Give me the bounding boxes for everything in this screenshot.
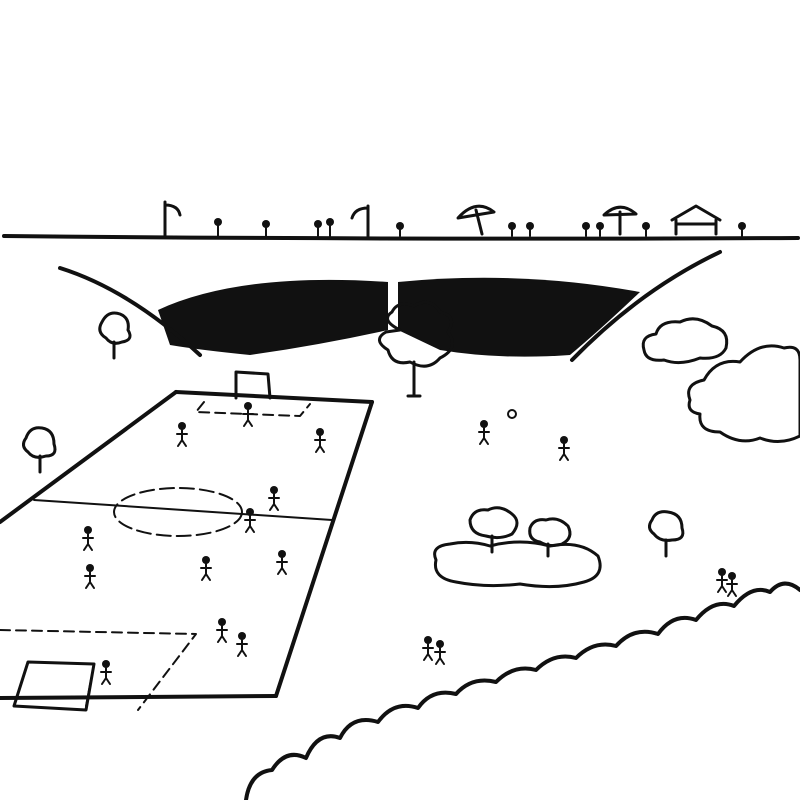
person-icon: [200, 556, 212, 581]
bridge-deck: [2, 234, 800, 241]
person-icon: [244, 508, 256, 533]
person-icon: [526, 222, 534, 237]
pitch-penalty-box-bottom: [0, 629, 197, 711]
bridge-objects: [163, 200, 746, 238]
ball-icon: [507, 409, 517, 419]
tree-icon: [468, 506, 519, 554]
person-icon: [214, 218, 222, 237]
pitch-right-edge: [274, 400, 374, 698]
lamp-post-icon: [350, 204, 370, 238]
person-icon: [242, 402, 254, 427]
person-icon: [396, 222, 404, 237]
pitch-top-edge: [174, 390, 374, 404]
tree-icon: [98, 311, 132, 360]
person-icon: [478, 420, 490, 445]
lamp-post-icon: [163, 200, 182, 238]
person-icon: [314, 220, 322, 237]
bridge-arch-right: [398, 277, 640, 357]
football-pitch: [0, 370, 374, 712]
person-icon: [216, 618, 228, 643]
person-icon: [558, 436, 570, 461]
person-icon: [508, 222, 516, 237]
pitch-center-circle: [113, 487, 243, 537]
hedge-foreground: [244, 581, 800, 800]
goal-top: [234, 370, 272, 400]
umbrella-icon: [456, 204, 496, 236]
tree-icon: [378, 300, 454, 398]
bushes: [433, 317, 800, 589]
kiosk-icon: [670, 204, 722, 236]
bridge: [2, 234, 800, 362]
person-icon: [726, 572, 738, 597]
bush-icon: [641, 317, 729, 365]
person-icon: [84, 564, 96, 589]
person-icon: [176, 422, 188, 447]
bush-icon: [433, 540, 602, 589]
tree-icon: [21, 426, 57, 474]
person-icon: [262, 220, 270, 237]
bridge-arch-left: [158, 279, 388, 355]
person-icon: [100, 660, 112, 685]
pitch-bottom-edge: [0, 694, 278, 700]
pitch-left-edge: [0, 390, 178, 524]
umbrella-icon: [602, 205, 638, 236]
tree-icon: [647, 510, 685, 558]
person-icon: [596, 222, 604, 237]
trees: [21, 300, 685, 558]
pitch-halfway-line: [33, 499, 333, 521]
person-icon: [314, 428, 326, 453]
park-people: [422, 420, 738, 665]
person-icon: [582, 222, 590, 237]
person-icon: [276, 550, 288, 575]
person-icon: [82, 526, 94, 551]
players: [82, 402, 326, 685]
person-icon: [716, 568, 728, 593]
embankment-right: [570, 250, 722, 362]
embankment-left: [58, 266, 202, 357]
person-icon: [738, 222, 746, 237]
bush-icon: [687, 344, 800, 443]
person-icon: [236, 632, 248, 657]
tree-icon: [528, 517, 572, 558]
person-icon: [422, 636, 434, 661]
person-icon: [326, 218, 334, 237]
person-icon: [268, 486, 280, 511]
person-icon: [642, 222, 650, 237]
person-icon: [434, 640, 446, 665]
